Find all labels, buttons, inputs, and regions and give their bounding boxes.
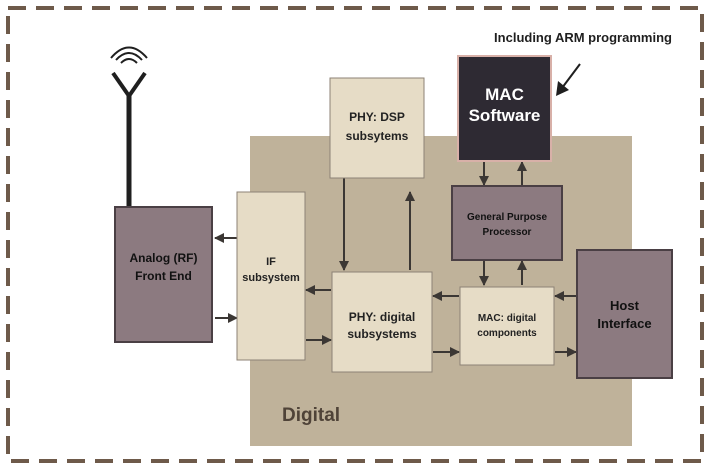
analog-rf-block: Analog (RF) Front End bbox=[114, 206, 213, 343]
mac-software-block: MAC Software bbox=[457, 55, 552, 162]
svg-text:subsystems: subsystems bbox=[347, 327, 417, 341]
svg-text:PHY: DSP: PHY: DSP bbox=[349, 110, 405, 124]
svg-text:IF: IF bbox=[266, 256, 276, 268]
phy-digital-block: PHY: digital subsystems bbox=[331, 271, 433, 373]
antenna-icon bbox=[110, 46, 148, 207]
outer-dashed-border bbox=[6, 6, 704, 463]
svg-text:General Purpose: General Purpose bbox=[467, 212, 547, 223]
phy-dsp-block: PHY: DSP subsytems bbox=[329, 77, 425, 179]
digital-region-label: Digital bbox=[282, 405, 340, 426]
svg-text:Software: Software bbox=[469, 106, 541, 125]
svg-text:Interface: Interface bbox=[597, 316, 651, 331]
mac-digital-block: MAC: digital components bbox=[459, 286, 555, 366]
svg-text:MAC: MAC bbox=[485, 85, 524, 104]
svg-text:Host: Host bbox=[610, 298, 640, 313]
connectors bbox=[214, 161, 577, 357]
svg-text:MAC: digital: MAC: digital bbox=[478, 313, 537, 324]
svg-text:Processor: Processor bbox=[483, 227, 532, 238]
svg-text:PHY: digital: PHY: digital bbox=[349, 310, 415, 324]
annotation-text: Including ARM programming bbox=[494, 30, 672, 45]
svg-text:components: components bbox=[477, 328, 537, 339]
host-interface-block: Host Interface bbox=[576, 249, 673, 379]
svg-text:subsystem: subsystem bbox=[242, 272, 300, 284]
svg-text:subsytems: subsytems bbox=[346, 129, 409, 143]
svg-text:Analog (RF): Analog (RF) bbox=[130, 251, 198, 265]
svg-text:Front End: Front End bbox=[135, 269, 192, 283]
gpp-block: General Purpose Processor bbox=[451, 185, 563, 261]
if-subsystem-block: IF subsystem bbox=[236, 191, 306, 361]
pointer-arrow-icon bbox=[556, 63, 581, 96]
